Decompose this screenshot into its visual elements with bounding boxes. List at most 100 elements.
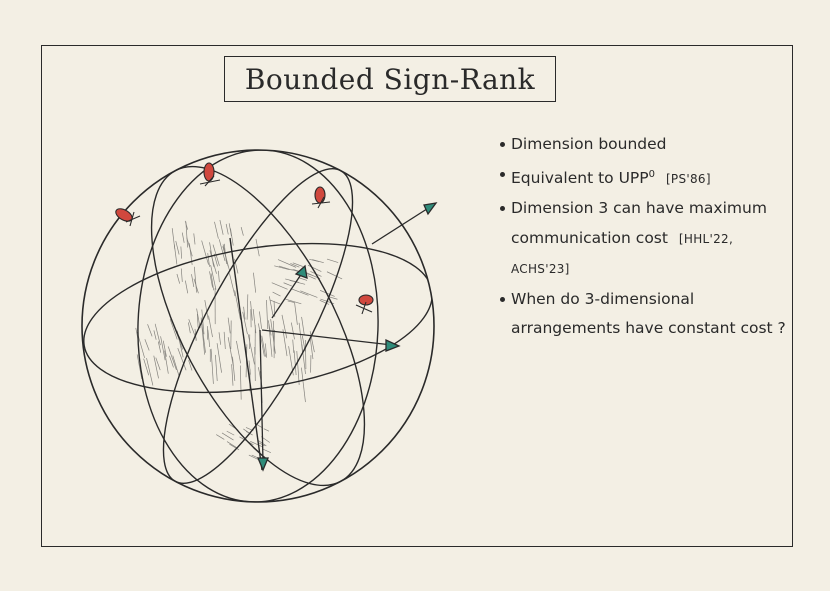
hatch-stroke: [282, 329, 288, 357]
hatch-stroke: [172, 355, 180, 377]
hatch-stroke: [222, 246, 231, 272]
hatch-stroke: [153, 355, 159, 379]
hatch-stroke: [216, 434, 225, 440]
hatch-stroke: [319, 300, 330, 305]
hatch-stroke: [268, 324, 273, 357]
bullet-dot: [500, 171, 505, 177]
hatch-stroke: [284, 298, 302, 305]
hatch-stroke: [230, 228, 234, 246]
hatch-stroke: [265, 343, 267, 358]
hatch-stroke: [188, 322, 191, 334]
hatch-stroke: [214, 221, 219, 239]
hatch-stroke: [154, 323, 161, 346]
teal-arrow: [271, 264, 308, 319]
hatch-stroke: [253, 272, 257, 293]
hatch-stroke: [236, 340, 241, 364]
hatch-stroke: [225, 223, 229, 235]
hatch-stroke: [277, 259, 297, 268]
bullet-dot: [500, 296, 505, 302]
hatch-stroke: [281, 314, 288, 339]
hatch-stroke: [278, 265, 293, 271]
hatch-stroke: [219, 219, 224, 235]
hatch-stroke: [181, 232, 185, 243]
hatch-stroke: [143, 358, 150, 376]
hatch-stroke: [213, 253, 218, 267]
hatch-stroke: [246, 294, 249, 320]
hatch-stroke: [169, 319, 178, 340]
hatch-stroke: [243, 306, 246, 320]
hatch-stroke: [239, 365, 242, 400]
hatch-stroke: [160, 336, 166, 361]
hatch-stroke: [298, 277, 308, 281]
hatch-stroke: [153, 330, 157, 340]
great-circle-4: [137, 150, 379, 502]
bullet-text: When do 3-dimensional arrangements have …: [511, 289, 786, 338]
hatch-stroke: [247, 334, 255, 365]
red-marker: [311, 186, 331, 209]
hatch-stroke: [309, 331, 315, 353]
hatch-stroke: [226, 430, 235, 436]
title-box: Bounded Sign-Rank: [224, 56, 556, 102]
hatch-stroke: [193, 266, 197, 293]
hatch-stroke: [272, 291, 281, 297]
hatch-stroke: [300, 290, 318, 298]
sphere-outline: [81, 149, 435, 503]
hatch-stroke: [210, 264, 217, 290]
hatch-stroke: [218, 239, 226, 262]
hatch-stroke: [263, 428, 270, 432]
hatch-stroke: [164, 350, 169, 374]
teal-arrow: [371, 202, 438, 245]
hatch-stroke: [223, 243, 227, 265]
hatch-stroke: [274, 265, 290, 271]
hatch-stroke: [292, 262, 303, 267]
hatch-stroke: [227, 337, 234, 366]
hatch-stroke: [270, 319, 276, 354]
hatch-stroke: [310, 339, 314, 360]
hatch-stroke: [221, 432, 234, 441]
hatch-stroke: [293, 350, 297, 376]
hatch-stroke: [147, 324, 153, 337]
hatch-stroke: [290, 322, 295, 340]
bullet-text: Dimension 3 can have maximum communicati…: [511, 199, 767, 247]
hatch-stroke: [250, 440, 264, 448]
hatch-stroke: [271, 282, 288, 290]
hatch-shading: [135, 219, 343, 462]
hatch-stroke: [200, 317, 206, 353]
hatch-stroke: [167, 346, 177, 370]
hatch-stroke: [232, 356, 236, 381]
hatch-stroke: [175, 240, 180, 255]
hatch-stroke: [144, 339, 150, 351]
hatch-stroke: [231, 364, 234, 386]
teal-arrow: [257, 329, 269, 472]
bullet-item: Equivalent to UPP0 [PS'86]: [500, 160, 790, 195]
hatch-stroke: [184, 220, 189, 230]
hatch-stroke: [290, 288, 309, 296]
hatch-stroke: [326, 258, 339, 263]
hatch-stroke: [242, 311, 248, 335]
hatch-stroke: [307, 264, 322, 272]
hatch-stroke: [294, 302, 298, 325]
hatch-stroke: [292, 339, 295, 353]
hatch-stroke: [177, 347, 187, 371]
hatch-stroke: [250, 301, 253, 321]
hatch-stroke: [301, 367, 306, 403]
hatch-stroke: [209, 250, 217, 274]
hatch-stroke: [283, 282, 293, 287]
drawing-frame: [41, 45, 793, 547]
meridian-line: [229, 237, 263, 471]
hatch-stroke: [185, 221, 188, 248]
hatch-stroke: [210, 273, 215, 291]
hatch-stroke: [193, 233, 196, 245]
bullet-list: Dimension bounded Equivalent to UPP0 [PS…: [500, 130, 790, 344]
bullet-text: Equivalent to UPP: [511, 168, 649, 187]
hatch-stroke: [272, 320, 275, 352]
hatch-stroke: [226, 441, 238, 449]
citation: [PS'86]: [665, 171, 711, 186]
hatch-stroke: [258, 323, 265, 357]
hatch-stroke: [240, 227, 244, 236]
hatch-stroke: [204, 300, 209, 320]
hatch-stroke: [169, 355, 174, 368]
hatch-stroke: [184, 280, 189, 294]
hatch-stroke: [146, 357, 154, 386]
hatch-stroke: [227, 317, 231, 334]
